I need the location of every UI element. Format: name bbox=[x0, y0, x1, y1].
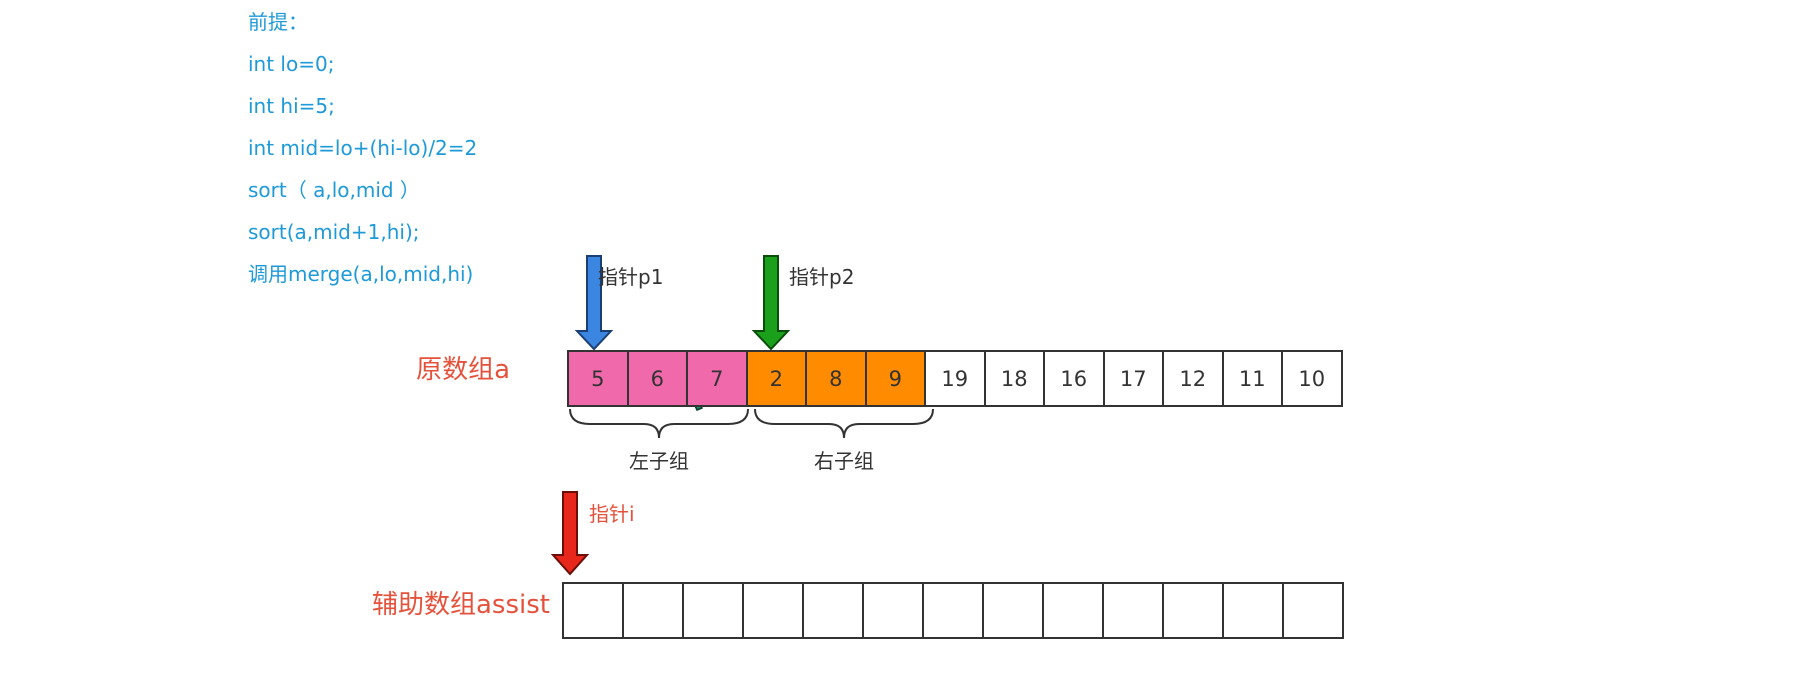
code-line-4: int mid=lo+(hi-lo)/2=2 bbox=[248, 136, 478, 160]
assist-array-cell bbox=[922, 582, 984, 639]
original-array-cell: 8 bbox=[805, 350, 867, 407]
assist-array-cell bbox=[982, 582, 1044, 639]
assist-array-cell bbox=[802, 582, 864, 639]
assist-array-cell bbox=[1102, 582, 1164, 639]
original-array-cell: 17 bbox=[1102, 350, 1164, 407]
code-line-7: 调用merge(a,lo,mid,hi) bbox=[248, 262, 474, 286]
original-array-cell: 19 bbox=[924, 350, 986, 407]
pointer-i-label: 指针i bbox=[589, 502, 635, 526]
original-array-cell: 6 bbox=[626, 350, 688, 407]
original-array-cell: 12 bbox=[1162, 350, 1224, 407]
assist-array-cell bbox=[1042, 582, 1104, 639]
assist-array-cell bbox=[622, 582, 684, 639]
right-group-label: 右子组 bbox=[814, 449, 874, 473]
original-array-cell: 10 bbox=[1281, 350, 1343, 407]
code-line-3: int hi=5; bbox=[248, 94, 335, 118]
original-array-label: 原数组a bbox=[416, 355, 510, 385]
original-array-cell: 16 bbox=[1043, 350, 1105, 407]
code-line-6: sort(a,mid+1,hi); bbox=[248, 220, 420, 244]
code-line-1: 前提： bbox=[248, 10, 308, 34]
original-array-cell: 2 bbox=[745, 350, 807, 407]
assist-array-cell bbox=[682, 582, 744, 639]
assist-array-label: 辅助数组assist bbox=[372, 590, 550, 620]
left-group-label: 左子组 bbox=[629, 449, 689, 473]
original-array-cell: 18 bbox=[983, 350, 1045, 407]
assist-array-cell bbox=[1162, 582, 1224, 639]
right-group-brace-icon bbox=[754, 408, 934, 439]
assist-array-cell bbox=[862, 582, 924, 639]
assist-array-cell bbox=[1282, 582, 1344, 639]
assist-array-cell bbox=[562, 582, 624, 639]
pointer-p1-arrow-icon bbox=[574, 255, 614, 351]
pointer-i-arrow-icon bbox=[550, 491, 590, 576]
pointer-p2-arrow-icon bbox=[751, 255, 791, 351]
original-array-cell: 5 bbox=[567, 350, 629, 407]
code-line-5: sort（ a,lo,mid ） bbox=[248, 178, 420, 202]
left-group-brace-icon bbox=[569, 408, 749, 439]
original-array-cell: 9 bbox=[864, 350, 926, 407]
pointer-p2-label: 指针p2 bbox=[789, 265, 855, 289]
code-line-2: int lo=0; bbox=[248, 52, 335, 76]
assist-array-cell bbox=[742, 582, 804, 639]
pointer-p1-label: 指针p1 bbox=[598, 265, 664, 289]
assist-array-cell bbox=[1222, 582, 1284, 639]
assist-array bbox=[562, 582, 1344, 639]
original-array-cell: 7 bbox=[686, 350, 748, 407]
original-array-cell: 11 bbox=[1221, 350, 1283, 407]
